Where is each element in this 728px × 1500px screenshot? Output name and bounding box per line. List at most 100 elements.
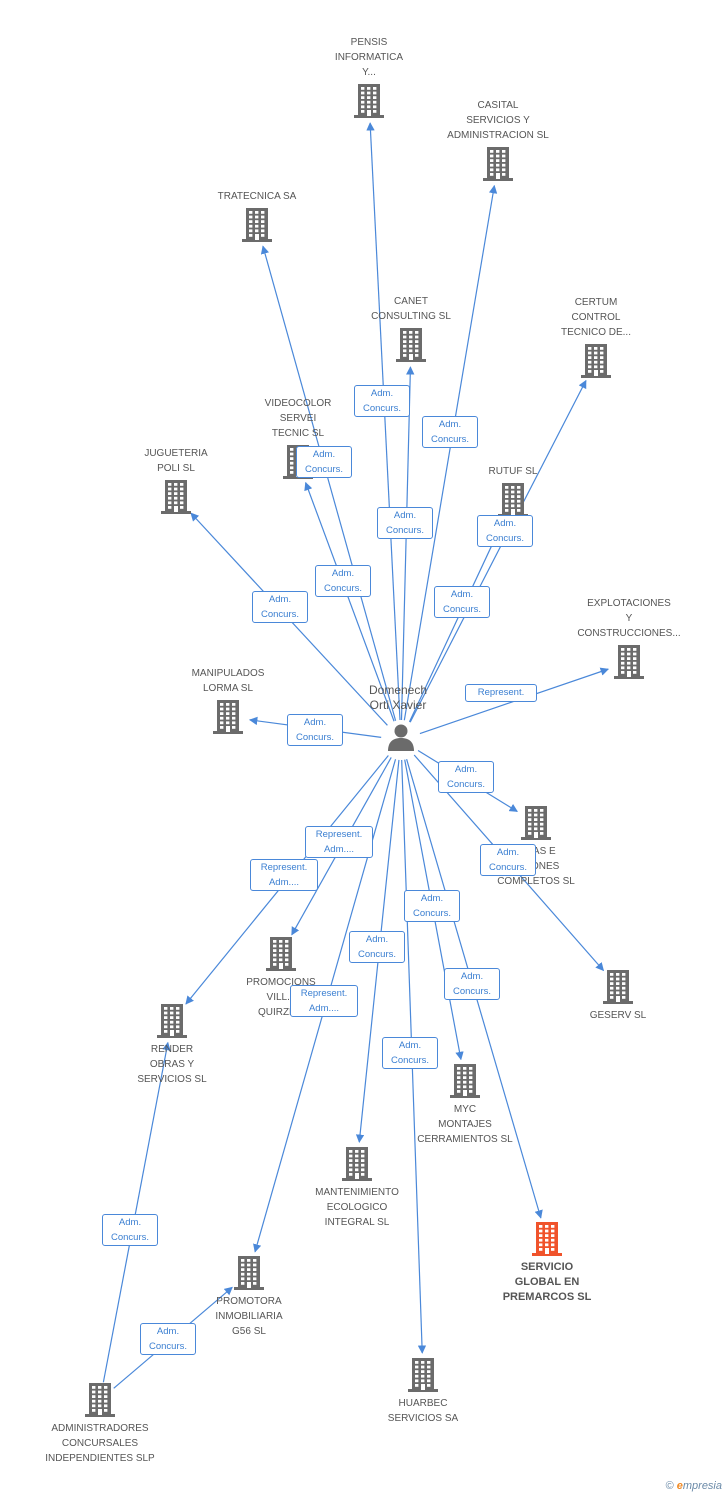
- edge-label-videocolor[interactable]: Adm.Concurs.: [296, 446, 352, 478]
- person-name-line: Orti Xavier: [369, 698, 427, 712]
- company-name-line: SERVICIOS Y: [466, 115, 530, 126]
- edge-label-line: Adm....: [308, 1003, 340, 1014]
- edge-label-tratecnica[interactable]: Adm.Concurs.: [315, 565, 371, 597]
- company-name-line: RUTUF SL: [488, 466, 538, 477]
- edge-label-myc[interactable]: Adm.Concurs.: [404, 890, 460, 922]
- building-icon: [498, 483, 528, 517]
- edge-label-rutuf[interactable]: Adm. Concurs.: [477, 515, 533, 547]
- building-icon: [396, 328, 426, 362]
- edge-label-line: Adm.: [156, 1326, 180, 1337]
- edge-label-line: Adm.: [331, 568, 355, 579]
- edge-label-casital[interactable]: Adm.Concurs.: [422, 416, 478, 448]
- edge-label-render[interactable]: Adm.Concurs.: [102, 1214, 158, 1246]
- edge-label-line: Adm.: [365, 934, 389, 945]
- edge-label-promocions[interactable]: Represent.Adm....: [305, 826, 373, 858]
- company-name-line: POLI SL: [157, 463, 195, 474]
- company-name-line: ...CIONES: [512, 861, 560, 872]
- company-name-line: CERTUM: [574, 297, 618, 308]
- company-name: GESERV SL: [548, 1008, 688, 1023]
- edge-label-line: Concurs.: [442, 604, 481, 615]
- edge-person-canet: [400, 366, 415, 721]
- edge-label-jugueteria[interactable]: Adm.Concurs.: [252, 591, 308, 623]
- building-icon: [266, 937, 296, 971]
- building-icon: [161, 480, 191, 514]
- edge-label-line: Adm.: [370, 388, 394, 399]
- company-name-line: CONCURSALES: [61, 1438, 139, 1449]
- company-name-line: INDEPENDIENTES SLP: [45, 1453, 155, 1464]
- building-icon: [242, 208, 272, 242]
- edge-administradores-render: [102, 1041, 171, 1383]
- edge-label-line: Concurs.: [110, 1232, 149, 1243]
- company-name-line: CONSTRUCCIONES...: [577, 628, 681, 639]
- edge-label-promotora[interactable]: Represent. Adm....: [290, 985, 358, 1017]
- edge-label-promotora[interactable]: Adm. Concurs.: [140, 1323, 196, 1355]
- company-name-line: EXPLOTACIONES: [587, 598, 671, 609]
- company-name-line: PENSIS: [350, 37, 388, 48]
- edge-label-canet[interactable]: Adm.Concurs.: [354, 385, 410, 417]
- edge-label-line: Adm.: [312, 449, 336, 460]
- edge-label-line: Adm.: [450, 589, 474, 600]
- edge-label-manipulados[interactable]: Adm.Concurs.: [287, 714, 343, 746]
- building-icon: [532, 1222, 562, 1256]
- company-node-tratecnica[interactable]: TRATECNICA SA: [187, 191, 327, 242]
- company-name-line: QUIRZE...: [257, 1007, 305, 1018]
- edge-label-certum[interactable]: Adm. Concurs.: [434, 586, 490, 618]
- edge-label-line: Adm.: [398, 1040, 422, 1051]
- edge-label-line: Concurs.: [148, 1341, 187, 1352]
- edge-label-line: Concurs.: [485, 533, 524, 544]
- company-name-line: SERVICIOS SA: [387, 1413, 459, 1424]
- footer-brand[interactable]: © empresia: [666, 1480, 722, 1492]
- building-icon: [614, 645, 644, 679]
- edge-label-line: Concurs.: [357, 949, 396, 960]
- company-name: HUARBEC SERVICIOS SA: [353, 1396, 493, 1426]
- brand-logo-text: mpresia: [682, 1480, 722, 1492]
- company-name-line: PREMARCOS SL: [502, 1291, 592, 1303]
- person-name: Domenech Orti Xavier: [338, 683, 458, 713]
- edge-label-huarbec[interactable]: Adm.Concurs.: [382, 1037, 438, 1069]
- building-icon: [581, 344, 611, 378]
- edge-label-line: Adm.: [496, 847, 520, 858]
- edge-person-certum: [409, 379, 587, 723]
- edge-label-line: Adm....: [323, 844, 355, 855]
- company-name-line: RENDER: [150, 1044, 194, 1055]
- edge-label-line: Adm.: [493, 518, 517, 529]
- company-name-line: SERVEI: [279, 413, 317, 424]
- edge-label-sistemas[interactable]: Adm.Concurs.: [438, 761, 494, 793]
- person-icon[interactable]: [386, 722, 416, 752]
- edge-label-render[interactable]: Represent.Adm....: [250, 859, 318, 891]
- building-icon: [213, 700, 243, 734]
- company-node-huarbec[interactable]: HUARBEC SERVICIOS SA: [353, 1358, 493, 1424]
- building-icon: [85, 1383, 115, 1417]
- edge-label-line: Concurs.: [446, 779, 485, 790]
- edge-label-pensis[interactable]: Adm.Concurs.: [377, 507, 433, 539]
- edge-label-geserv[interactable]: Adm.Concurs.: [480, 844, 536, 876]
- edge-label-mantenimiento[interactable]: Adm. Concurs.: [349, 931, 405, 963]
- edge-label-line: Represent.: [300, 988, 348, 999]
- edge-label-explotaciones[interactable]: Represent.: [465, 684, 537, 702]
- company-name-line: TRATECNICA SA: [217, 191, 297, 202]
- company-name-line: VILL...: [266, 992, 296, 1003]
- company-node-geserv[interactable]: GESERV SL: [548, 970, 688, 1021]
- edge-label-servicio[interactable]: Adm.Concurs.: [444, 968, 500, 1000]
- company-name-line: HUARBEC: [398, 1398, 448, 1409]
- company-node-rutuf[interactable]: RUTUF SL: [443, 466, 583, 517]
